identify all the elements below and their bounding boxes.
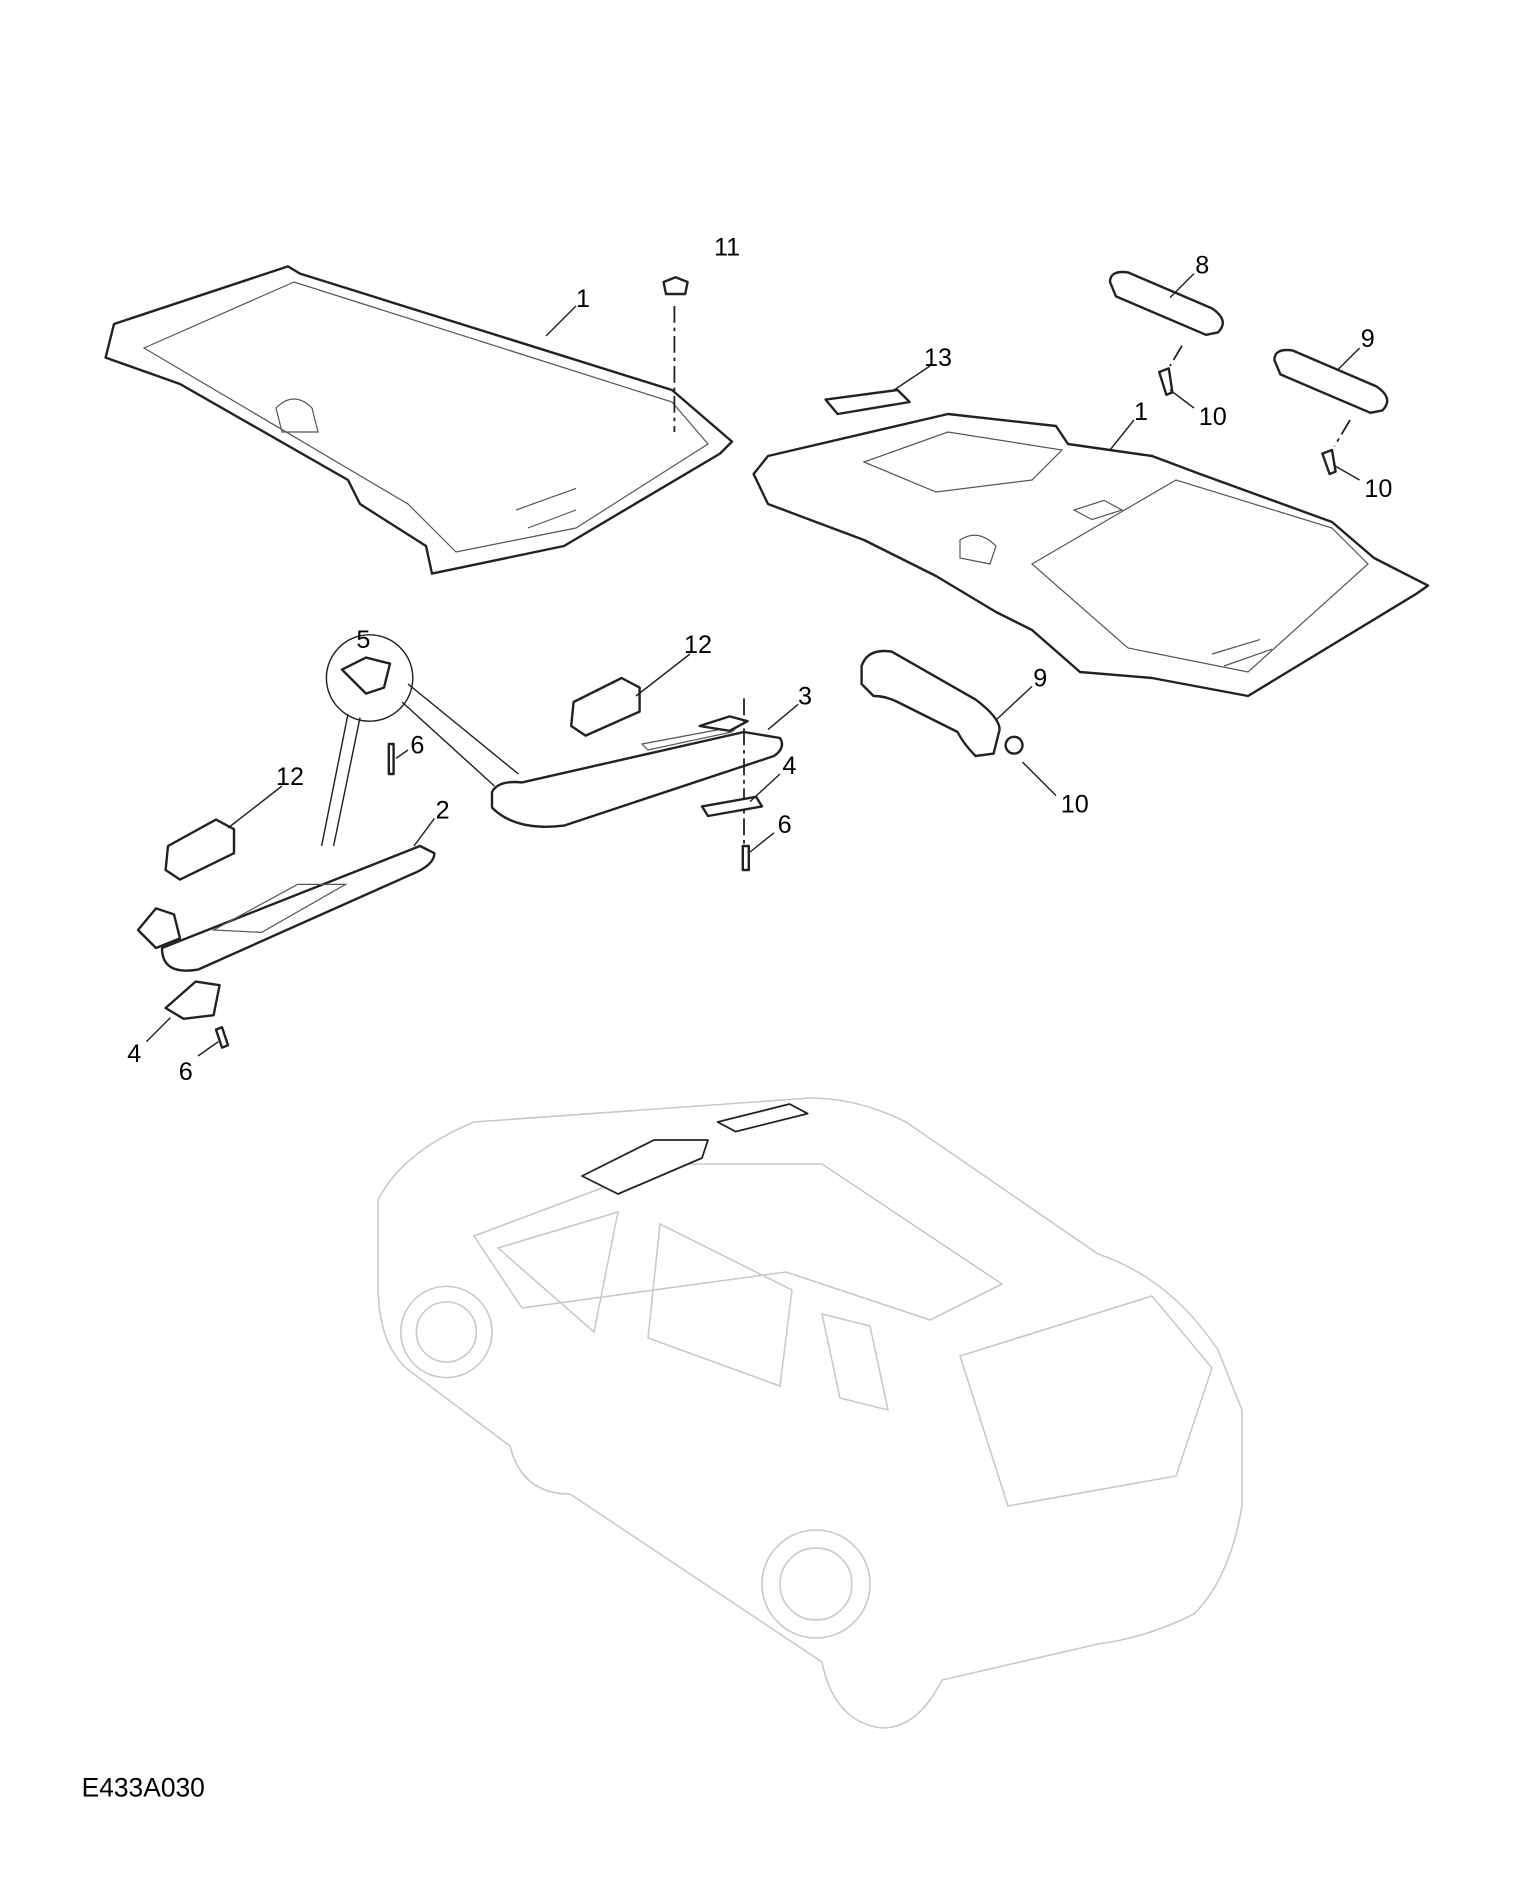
callout-10: 10 — [1364, 475, 1392, 503]
callout-3: 3 — [798, 682, 812, 710]
callout-8: 8 — [1195, 252, 1209, 280]
leader-lines — [145, 273, 1361, 1057]
vehicle-outline — [377, 1097, 1243, 1729]
callout-12: 12 — [684, 631, 712, 659]
grab-handle-9-lower — [860, 649, 1024, 758]
clip-11 — [662, 276, 689, 432]
headliner-left — [104, 265, 734, 575]
callout-10: 10 — [1199, 403, 1227, 431]
callout-2: 2 — [436, 796, 450, 824]
grab-handle-9-top — [1273, 348, 1389, 476]
callout-1: 1 — [1134, 398, 1148, 426]
sun-visor-2 — [136, 844, 436, 1049]
callout-12: 12 — [276, 763, 304, 791]
grab-handle-8 — [1108, 270, 1224, 396]
callout-13: 13 — [924, 344, 952, 372]
callout-9: 9 — [1033, 664, 1047, 692]
callout-6: 6 — [410, 732, 424, 760]
callout-10: 10 — [1061, 790, 1089, 818]
hook-12-upper — [569, 676, 641, 737]
callout-9: 9 — [1361, 325, 1375, 353]
callout-labels: 1 11 8 13 9 1 10 10 5 12 3 9 6 4 12 10 2… — [127, 234, 1392, 1086]
detail-circle — [320, 634, 519, 847]
callout-1: 1 — [576, 285, 590, 313]
callout-4: 4 — [782, 752, 796, 780]
callout-6: 6 — [778, 811, 792, 839]
callout-4: 4 — [127, 1040, 141, 1068]
bracket-13 — [824, 388, 911, 416]
illustration-code: E433A030 — [82, 1772, 205, 1802]
callout-6: 6 — [179, 1058, 193, 1086]
headliner-right — [752, 412, 1430, 698]
callout-11: 11 — [714, 234, 740, 262]
sun-visor-3 — [490, 698, 784, 872]
callout-5: 5 — [356, 626, 370, 654]
hook-12-lower — [164, 818, 236, 881]
